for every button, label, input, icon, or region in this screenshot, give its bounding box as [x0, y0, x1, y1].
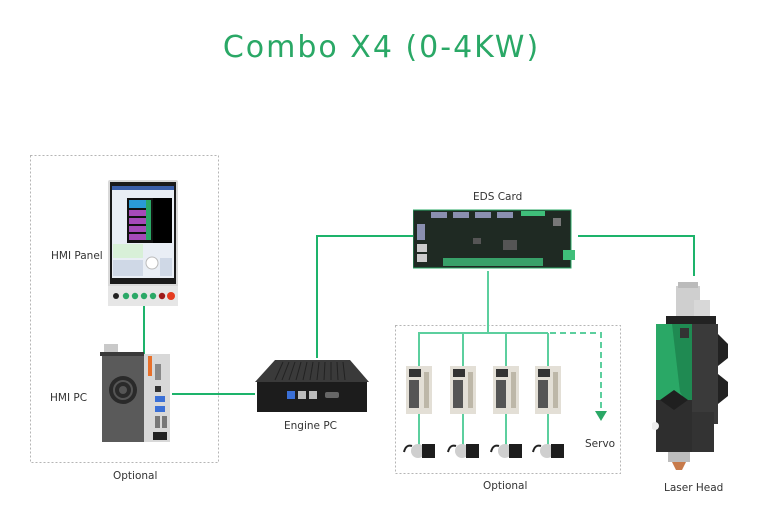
servo-motor-2	[447, 444, 479, 458]
servo-expansion-dashed-link	[550, 332, 602, 410]
laser-head-label: Laser Head	[664, 482, 724, 494]
hmi-pc-image	[100, 344, 170, 442]
servo-group-optional-label: Optional	[483, 480, 528, 492]
servo-group-box	[395, 325, 621, 474]
hmi-group-optional-label: Optional	[113, 470, 158, 482]
eds-card-image	[413, 209, 575, 269]
servo-drive-1	[406, 366, 432, 414]
eds-card-label: EDS Card	[473, 191, 523, 203]
servo-motor-1	[403, 444, 435, 458]
engine-pc-image	[255, 360, 369, 412]
servo-drive-3	[493, 366, 519, 414]
servo-motor-4	[532, 444, 564, 458]
diagram-title: Combo X4 (0-4KW)	[222, 30, 541, 65]
engine-pc-label: Engine PC	[284, 420, 337, 432]
hmi-pc-label: HMI PC	[50, 392, 88, 404]
servo-expansion-arrow-icon	[595, 411, 607, 421]
servo-label: Servo	[585, 438, 616, 450]
hmi-group-box	[30, 155, 219, 463]
link-engine-to-eds	[316, 235, 413, 358]
servo-drive-2	[450, 366, 476, 414]
servo-motor-3	[490, 444, 522, 458]
servo-drive-4	[535, 366, 561, 414]
laser-head-image	[652, 282, 728, 470]
hmi-panel-image	[108, 180, 178, 306]
link-eds-to-laserhead	[578, 235, 695, 276]
hmi-panel-label: HMI Panel	[51, 250, 103, 262]
